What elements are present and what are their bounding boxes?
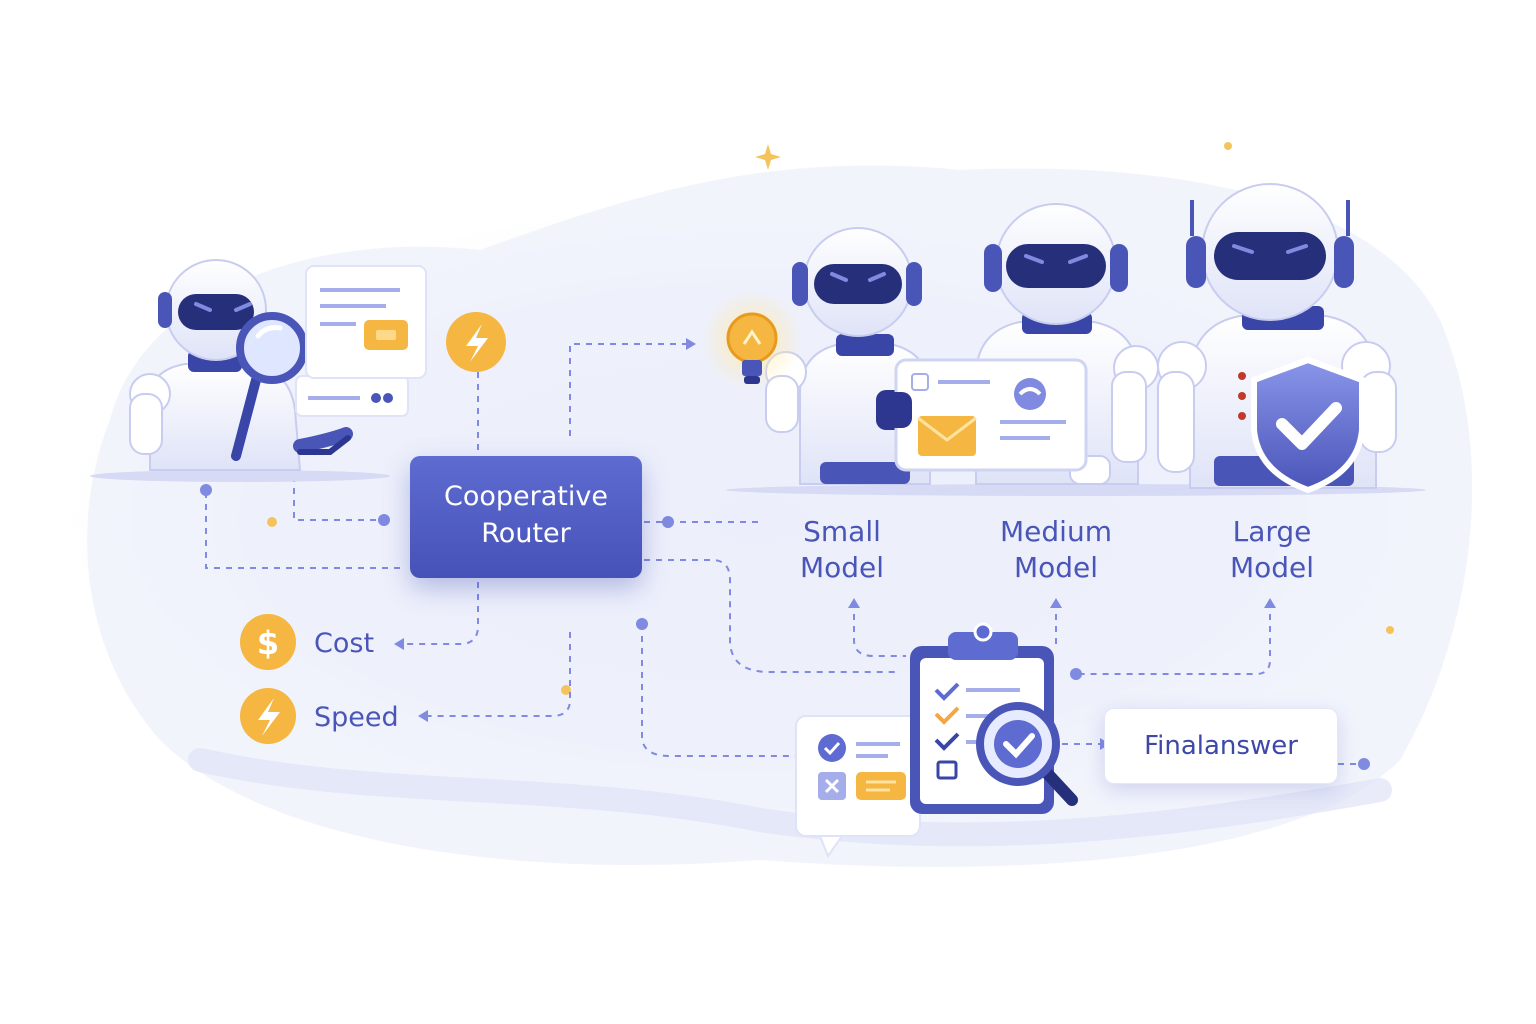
small-robot-hand (876, 392, 912, 428)
router-label-line2: Router (481, 518, 571, 549)
shield-check-icon (1251, 356, 1365, 494)
final-answer-box: Finalanswer (1104, 708, 1338, 784)
document-cards (295, 265, 427, 417)
lightning-icon (446, 312, 506, 372)
large-model-label-line1: Large (1232, 515, 1312, 548)
dollar-icon: $ (240, 614, 296, 670)
small-model-label-line1: Small (803, 515, 881, 548)
connector-nodes (200, 338, 1370, 770)
connector-lines (205, 343, 1364, 765)
router-label-line1: Cooperative (444, 481, 608, 512)
small-model-label-line2: Model (799, 551, 885, 584)
lightbulb-icon (702, 290, 802, 390)
chat-card (795, 715, 921, 859)
cooperative-router-box: Cooperative Router (410, 456, 642, 578)
sparkle-decor (267, 142, 1394, 695)
speed-lightning-icon (240, 688, 296, 744)
review-magnifier-icon (976, 702, 1078, 806)
envelope-icon (917, 416, 977, 456)
router-label: Cooperative Router (410, 478, 642, 552)
large-model-label: Large Model (1208, 514, 1336, 586)
cost-label: Cost (314, 628, 375, 659)
svg-text:$: $ (257, 624, 279, 662)
small-model-label: Small Model (780, 514, 904, 586)
medium-model-label-line1: Medium (1000, 515, 1112, 548)
magnifier-icon (231, 312, 308, 461)
medium-model-label-line2: Model (1013, 551, 1099, 584)
medium-model-label: Medium Model (984, 514, 1128, 586)
large-model-label-line2: Model (1229, 551, 1315, 584)
speed-label: Speed (314, 702, 399, 733)
final-answer-label: Finalanswer (1144, 731, 1298, 761)
router-robot-illustration (90, 259, 390, 482)
